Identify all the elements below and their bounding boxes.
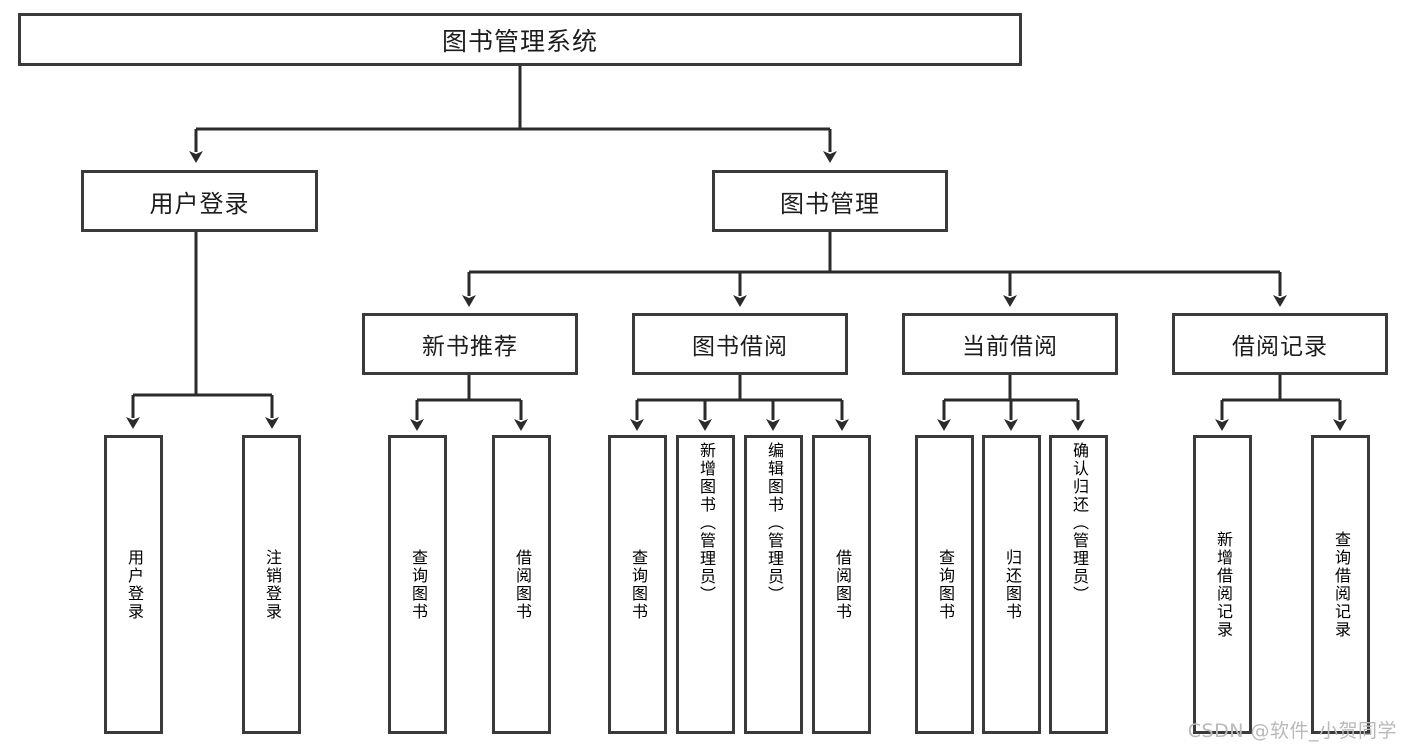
node-book-borrow-label: 图书借阅	[692, 334, 788, 360]
leaf-current-borrow-1-inner: 归还图书	[985, 438, 1038, 731]
node-book-management-label: 图书管理	[780, 189, 880, 218]
csdn-watermark: CSDN @软件_小贺同学	[1187, 720, 1397, 742]
leaf-borrow-records-1-inner: 查询借阅记录	[1314, 438, 1367, 731]
leaf-new-book-recommend-1[interactable]: 借阅图书	[492, 435, 551, 734]
node-book-management[interactable]: 图书管理	[712, 170, 948, 232]
leaf-user-login-0[interactable]: 用户登录	[104, 435, 163, 734]
leaf-borrow-records-0-inner: 新增借阅记录	[1196, 438, 1249, 731]
leaf-book-borrow-0-label: 查询图书	[628, 548, 648, 621]
leaf-current-borrow-2[interactable]: 确认归还（管理员）	[1049, 435, 1108, 734]
leaf-borrow-records-1-label: 查询借阅记录	[1331, 530, 1351, 639]
leaf-current-borrow-2-label: 确认归还（管理员）	[1069, 442, 1089, 604]
leaf-new-book-recommend-0[interactable]: 查询图书	[388, 435, 447, 734]
node-root-book-management-system[interactable]: 图书管理系统	[18, 13, 1022, 66]
leaf-new-book-recommend-1-label: 借阅图书	[512, 548, 532, 621]
leaf-current-borrow-0-inner: 查询图书	[918, 438, 971, 731]
node-user-login[interactable]: 用户登录	[81, 170, 318, 232]
leaf-current-borrow-1[interactable]: 归还图书	[982, 435, 1041, 734]
leaf-current-borrow-0[interactable]: 查询图书	[915, 435, 974, 734]
leaf-book-borrow-3-label: 借阅图书	[832, 548, 852, 621]
leaf-book-borrow-2-inner: 编辑图书（管理员）	[747, 438, 800, 731]
leaf-book-borrow-1-inner: 新增图书（管理员）	[679, 438, 732, 731]
leaf-new-book-recommend-0-label: 查询图书	[408, 548, 428, 621]
leaf-book-borrow-1-label: 新增图书（管理员）	[696, 442, 716, 604]
leaf-user-login-1[interactable]: 注销登录	[242, 435, 301, 734]
leaf-user-login-1-inner: 注销登录	[245, 438, 298, 731]
node-book-borrow[interactable]: 图书借阅	[632, 313, 848, 375]
leaf-current-borrow-1-label: 归还图书	[1002, 548, 1022, 621]
leaf-new-book-recommend-1-inner: 借阅图书	[495, 438, 548, 731]
node-root-label: 图书管理系统	[441, 26, 598, 56]
node-new-book-recommend-label: 新书推荐	[422, 334, 518, 360]
leaf-book-borrow-0-inner: 查询图书	[611, 438, 664, 731]
leaf-new-book-recommend-0-inner: 查询图书	[391, 438, 444, 731]
node-current-borrow-label: 当前借阅	[962, 334, 1058, 360]
leaf-user-login-1-label: 注销登录	[262, 548, 282, 621]
leaf-book-borrow-0[interactable]: 查询图书	[608, 435, 667, 734]
node-borrow-records[interactable]: 借阅记录	[1172, 313, 1388, 375]
leaf-borrow-records-0[interactable]: 新增借阅记录	[1193, 435, 1252, 734]
leaf-current-borrow-0-label: 查询图书	[935, 548, 955, 621]
leaf-book-borrow-3-inner: 借阅图书	[815, 438, 868, 731]
leaf-user-login-0-inner: 用户登录	[107, 438, 160, 731]
node-new-book-recommend[interactable]: 新书推荐	[362, 313, 578, 375]
leaf-borrow-records-1[interactable]: 查询借阅记录	[1311, 435, 1370, 734]
node-current-borrow[interactable]: 当前借阅	[902, 313, 1118, 375]
leaf-current-borrow-2-inner: 确认归还（管理员）	[1052, 438, 1105, 731]
leaf-book-borrow-2[interactable]: 编辑图书（管理员）	[744, 435, 803, 734]
leaf-book-borrow-1[interactable]: 新增图书（管理员）	[676, 435, 735, 734]
leaf-book-borrow-2-label: 编辑图书（管理员）	[764, 442, 784, 604]
node-user-login-label: 用户登录	[149, 189, 250, 218]
leaf-book-borrow-3[interactable]: 借阅图书	[812, 435, 871, 734]
leaf-borrow-records-0-label: 新增借阅记录	[1213, 530, 1233, 639]
leaf-user-login-0-label: 用户登录	[124, 548, 144, 621]
node-borrow-records-label: 借阅记录	[1232, 334, 1328, 360]
